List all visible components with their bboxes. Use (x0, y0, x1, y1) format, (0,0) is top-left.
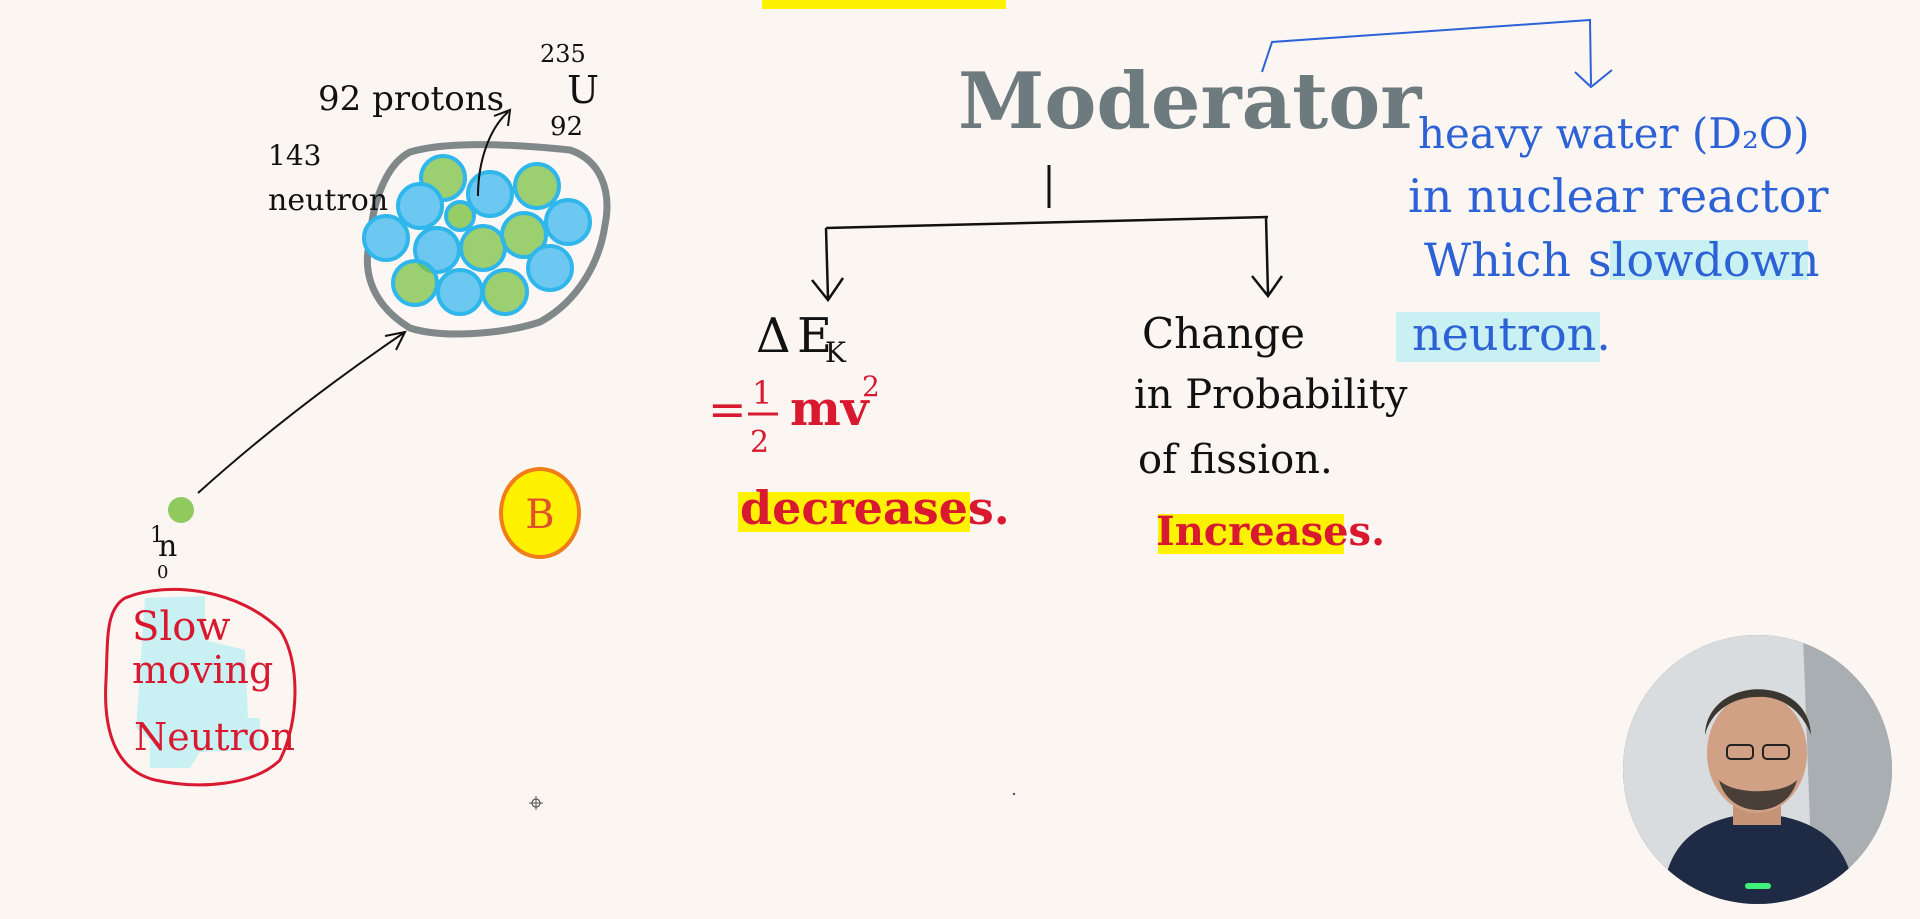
increases-label: Increases. (1156, 508, 1385, 555)
formula-equals: = (708, 382, 747, 436)
moderator-title: Moderator (958, 56, 1422, 147)
note-line-1: heavy water (D₂O) (1418, 109, 1810, 158)
presenter-webcam (1623, 635, 1892, 904)
neutron-highlight (1396, 312, 1600, 362)
badge-b-label: B (525, 492, 554, 538)
formula-exponent: 2 (862, 370, 880, 403)
bubble-cyan-fill (136, 596, 260, 768)
nucleons (362, 154, 592, 316)
neutron-count-label: 143 (268, 139, 321, 172)
incoming-neutron (168, 497, 194, 523)
neutron-symbol: n (158, 529, 177, 564)
slowdown-highlight (1610, 240, 1808, 280)
change-line-2: in Probability (1134, 372, 1408, 418)
protons-arrow (477, 108, 512, 197)
stray-dot (1012, 792, 1016, 796)
bubble-line-1: Slow (132, 604, 231, 650)
note-line-3a: Which (1424, 233, 1571, 287)
crosshair-cursor-icon (529, 796, 543, 810)
note-line-4: neutron. (1412, 307, 1611, 361)
kinetic-energy-formula: = 1 2 mv 2 (708, 370, 880, 460)
atomic-number-label: 92 (550, 112, 583, 142)
element-symbol-label: U (567, 68, 599, 112)
increases-highlight (1158, 514, 1344, 554)
delta-symbol: Δ (756, 308, 791, 364)
slow-moving-neutron-bubble: Slow moving Neutron (104, 587, 297, 787)
bubble-line-3: Neutron (134, 715, 295, 759)
change-line-3: of fission. (1138, 437, 1333, 483)
neutron-mass-number: 1 (150, 523, 164, 548)
neutron-word-label: neutron (268, 183, 388, 218)
moderator-branch-line (811, 215, 1284, 303)
neutron-charge: 0 (157, 562, 168, 583)
top-highlight-strip (762, 0, 1006, 9)
presenter-avatar-icon (1623, 635, 1892, 904)
formula-denominator: 2 (750, 425, 769, 460)
trajectory-arrow (197, 330, 407, 494)
uranium-nucleus (362, 141, 611, 338)
energy-subscript: K (825, 336, 847, 369)
formula-numerator: 1 (752, 374, 772, 412)
formula-mv: mv (790, 381, 871, 437)
change-line-1: Change (1142, 309, 1305, 358)
protons-label: 92 protons (318, 79, 504, 119)
energy-symbol: E (797, 308, 832, 364)
bubble-line-2: moving (132, 648, 273, 692)
bubble-outline (104, 587, 297, 787)
note-line-3b: slowdown (1588, 233, 1820, 287)
decreases-highlight (738, 492, 970, 532)
mass-number-label: 235 (540, 40, 586, 68)
note-line-2: in nuclear reactor (1408, 169, 1829, 223)
moderator-connector-arrow (1261, 18, 1613, 89)
badge-b: B (499, 467, 581, 559)
decreases-label: decreases. (740, 481, 1010, 535)
